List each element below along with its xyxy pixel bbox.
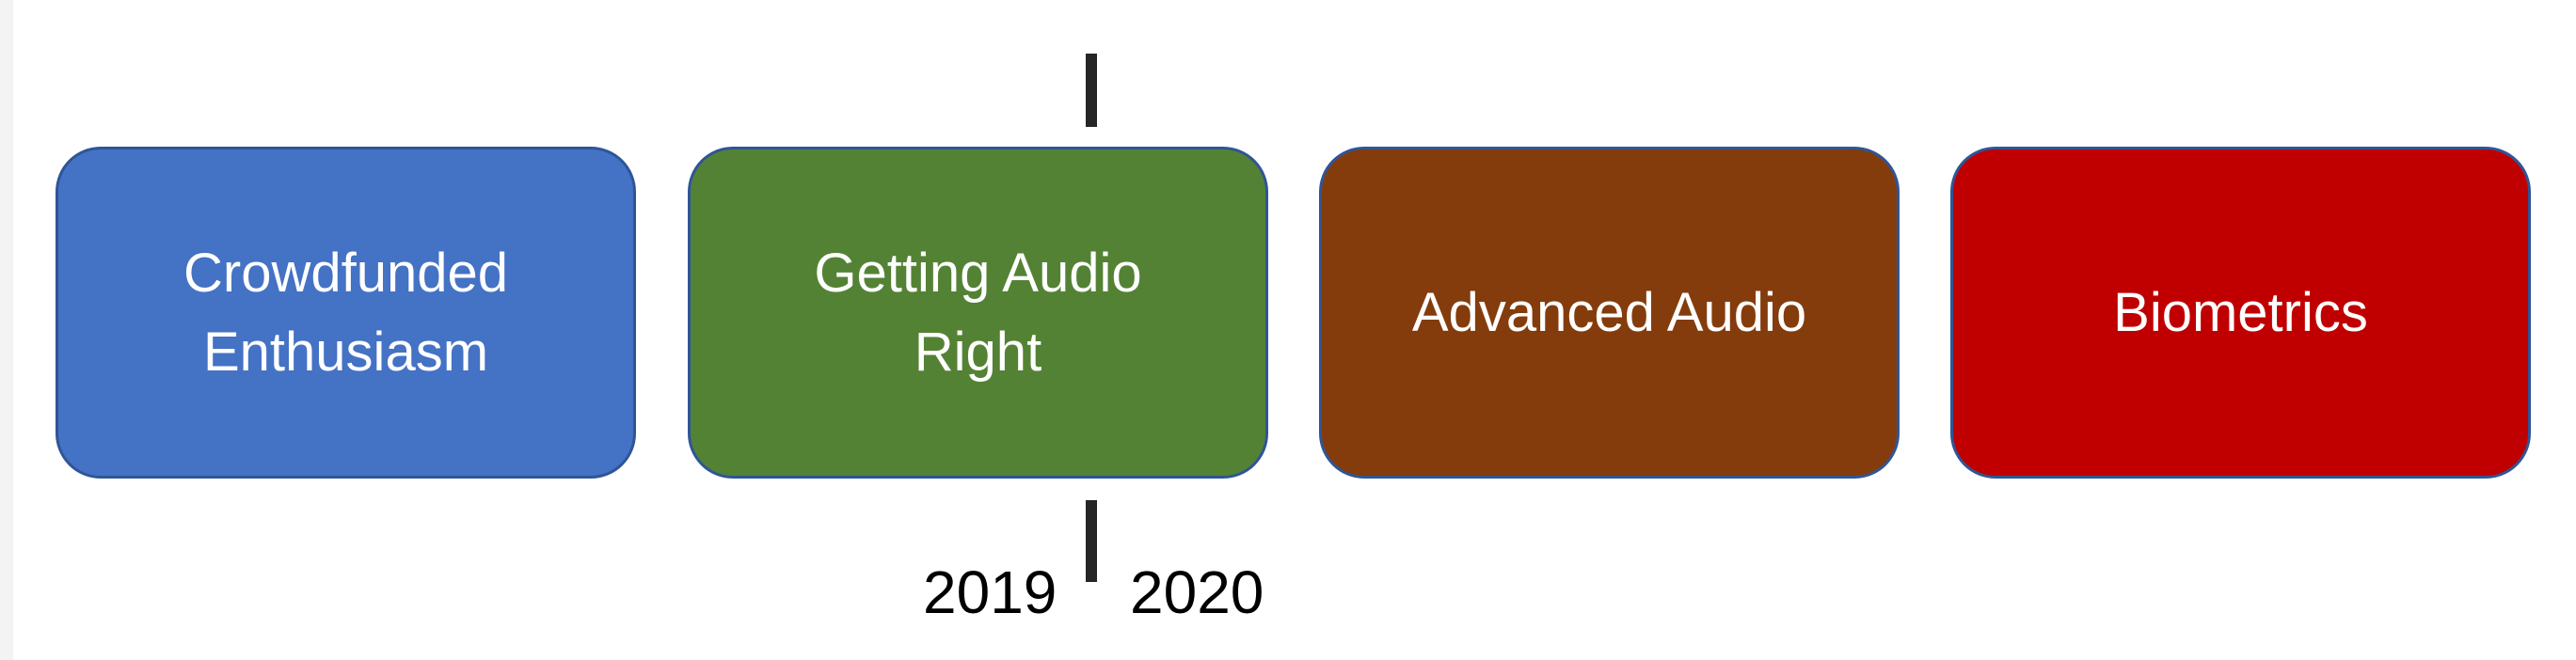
stage-advanced-audio: Advanced Audio <box>1319 147 1900 479</box>
stage-label: Getting Audio Right <box>814 242 1142 383</box>
year-divider-top <box>1086 54 1097 127</box>
stage-biometrics: Biometrics <box>1950 147 2531 479</box>
stage-label: Biometrics <box>2113 281 2368 343</box>
stage-getting-audio-right: Getting Audio Right <box>688 147 1268 479</box>
year-divider-bottom <box>1086 500 1097 582</box>
year-2019-label: 2019 <box>923 558 1057 626</box>
stage-label: Crowdfunded Enthusiasm <box>183 242 508 383</box>
page-left-edge <box>0 0 13 660</box>
year-2020-label: 2020 <box>1130 558 1264 626</box>
stage-label: Advanced Audio <box>1411 281 1807 343</box>
stage-crowdfunded-enthusiasm: Crowdfunded Enthusiasm <box>56 147 636 479</box>
